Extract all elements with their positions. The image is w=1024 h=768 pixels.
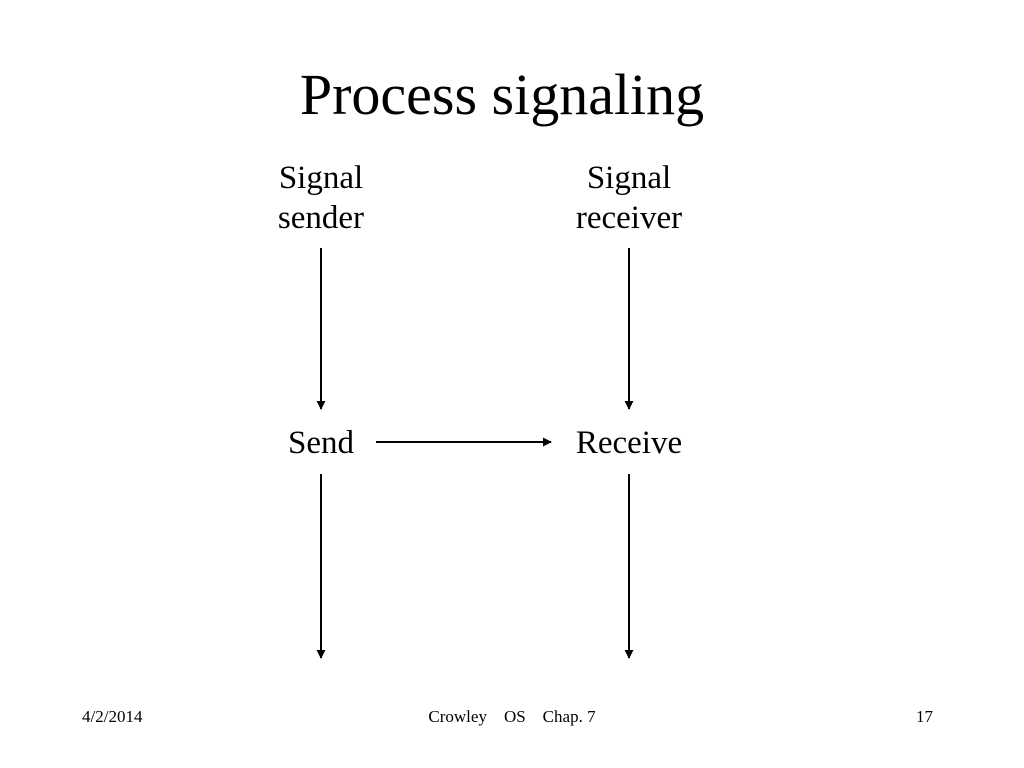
receiver-label-line1: Signal [587,160,671,196]
footer-page-number: 17 [916,707,933,726]
send-label: Send [288,425,355,461]
footer-date: 4/2/2014 [82,707,143,726]
slide-title: Process signaling [299,62,705,127]
footer-center: Crowley OS Chap. 7 [428,707,596,726]
receive-label: Receive [576,425,682,461]
sender-label-line2: sender [278,200,364,236]
receiver-label-line2: receiver [576,200,682,236]
sender-label-line1: Signal [279,160,363,196]
